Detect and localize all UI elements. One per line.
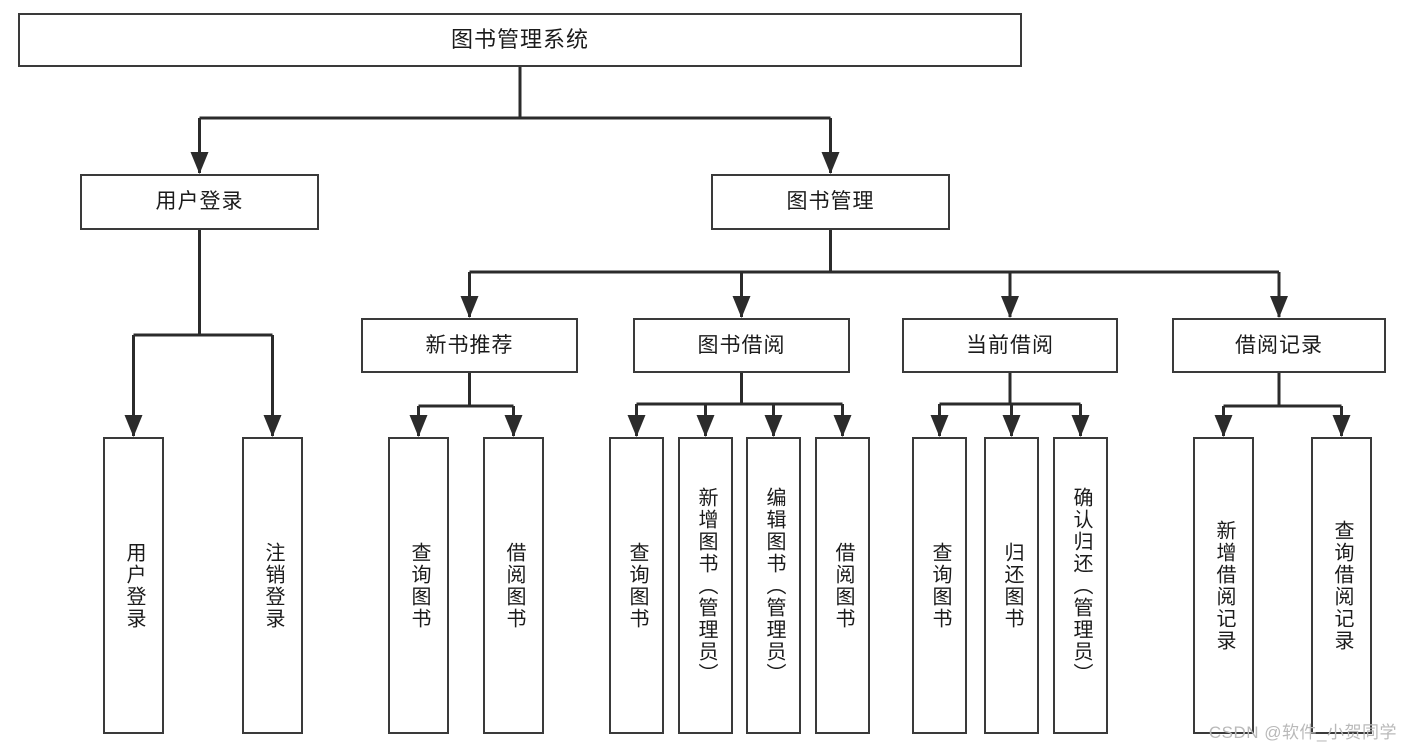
node-current-borrow[interactable]: 当前借阅 [902,318,1118,373]
node-leaf-borrow-book-rec[interactable]: 借阅图书 [483,437,544,734]
node-leaf-borrow-book[interactable]: 借阅图书 [815,437,870,734]
node-leaf-add-borrow-record[interactable]: 新增借阅记录 [1193,437,1254,734]
node-root[interactable]: 图书管理系统 [18,13,1022,67]
node-leaf-user-logout[interactable]: 注销登录 [242,437,303,734]
node-leaf-edit-book-admin[interactable]: 编辑图书（管理员） [746,437,801,734]
node-book-manage[interactable]: 图书管理 [711,174,950,230]
watermark-text: CSDN @软件_小贺同学 [1208,723,1397,742]
node-leaf-query-book-current[interactable]: 查询图书 [912,437,967,734]
node-leaf-query-borrow-record[interactable]: 查询借阅记录 [1311,437,1372,734]
node-leaf-query-book-rec[interactable]: 查询图书 [388,437,449,734]
node-new-book-rec[interactable]: 新书推荐 [361,318,578,373]
node-leaf-user-login[interactable]: 用户登录 [103,437,164,734]
node-book-borrow[interactable]: 图书借阅 [633,318,850,373]
node-user-login[interactable]: 用户登录 [80,174,319,230]
node-leaf-query-book-borrow[interactable]: 查询图书 [609,437,664,734]
node-borrow-record[interactable]: 借阅记录 [1172,318,1386,373]
node-leaf-add-book-admin[interactable]: 新增图书（管理员） [678,437,733,734]
node-leaf-return-book[interactable]: 归还图书 [984,437,1039,734]
node-leaf-confirm-return-admin[interactable]: 确认归还（管理员） [1053,437,1108,734]
